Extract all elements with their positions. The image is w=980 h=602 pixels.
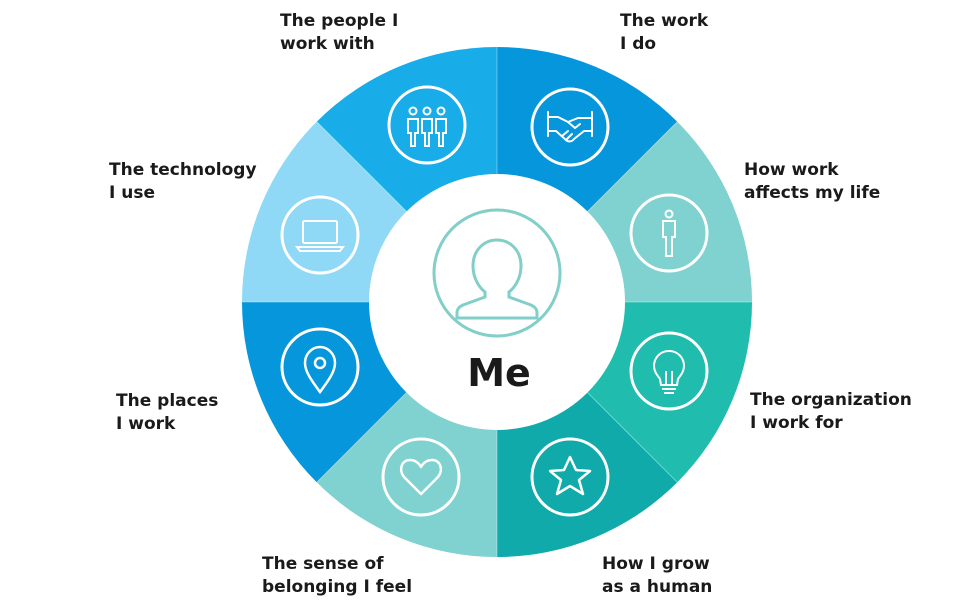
lightbulb-icon (629, 331, 709, 411)
label-places-line1: The places (116, 391, 219, 411)
label-grow-line1: How I grow (602, 554, 710, 574)
label-places-line2: I work (116, 414, 176, 434)
label-grow-line2: as a human (602, 577, 713, 597)
center-label: Me (467, 351, 531, 395)
label-life: How work affects my life (744, 159, 880, 205)
label-organization-line2: I work for (750, 413, 843, 433)
label-technology-line1: The technology (109, 160, 257, 180)
label-people-line2: work with (280, 34, 375, 54)
label-people-line1: The people I (280, 11, 399, 31)
label-technology: The technology I use (109, 159, 257, 205)
location-pin-icon (280, 327, 360, 407)
label-places: The places I work (116, 390, 218, 436)
person-icon (432, 208, 562, 338)
laptop-icon (280, 195, 360, 275)
center-circle (369, 174, 625, 430)
star-icon (530, 437, 610, 517)
label-work: The work I do (620, 10, 708, 56)
label-organization: The organization I work for (750, 389, 912, 435)
label-technology-line2: I use (109, 183, 155, 203)
heart-icon (381, 437, 461, 517)
label-life-line2: affects my life (744, 183, 881, 203)
label-work-line1: The work (620, 11, 709, 31)
label-organization-line1: The organization (750, 390, 912, 410)
people-icon (387, 85, 467, 165)
label-belonging-line2: belonging I feel (262, 577, 413, 597)
label-work-line2: I do (620, 34, 657, 54)
person-figure-icon (629, 193, 709, 273)
label-life-line1: How work (744, 160, 839, 180)
label-people: The people I work with (280, 10, 398, 56)
handshake-icon (530, 87, 610, 167)
label-belonging-line1: The sense of (262, 554, 384, 574)
label-belonging: The sense of belonging I feel (262, 553, 412, 599)
label-grow: How I grow as a human (602, 553, 712, 599)
